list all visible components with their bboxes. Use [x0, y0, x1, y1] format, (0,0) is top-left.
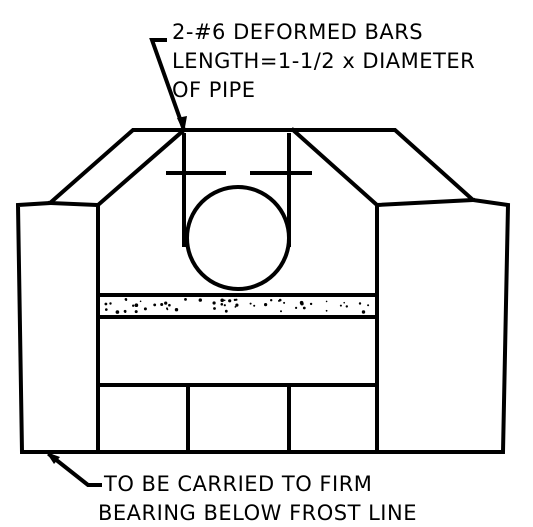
- stipple-dot: [105, 308, 108, 311]
- stipple-dot: [309, 302, 313, 306]
- stipple-dot: [280, 310, 282, 313]
- right-chamfer: [374, 197, 476, 208]
- stipple-dot: [358, 302, 362, 305]
- stipple-dot: [325, 300, 328, 303]
- callout-top-line1: 2-#6 DEFORMED BARS: [172, 20, 424, 44]
- stipple-dot: [132, 304, 135, 307]
- stipple-dot: [264, 303, 268, 307]
- top-leader-arrowhead: [177, 116, 187, 133]
- stipple-dot: [166, 308, 169, 311]
- stipple-dot: [124, 311, 127, 313]
- concrete-stipple: [104, 298, 370, 314]
- callout-bottom-line2: BEARING BELOW FROST LINE: [98, 501, 417, 525]
- right-inner-wall: [290, 127, 379, 454]
- stipple-dot: [223, 299, 226, 302]
- stipple-dot: [164, 301, 168, 305]
- stipple-dot: [160, 303, 164, 306]
- stipple-dot: [270, 299, 273, 302]
- stipple-dot: [235, 303, 239, 307]
- stipple-dot: [278, 299, 280, 302]
- stipple-dot: [168, 303, 171, 307]
- stipple-dot: [339, 304, 342, 307]
- stipple-dot: [325, 309, 328, 312]
- stipple-dot: [249, 302, 252, 305]
- stipple-dot: [184, 298, 187, 301]
- stipple-dot: [367, 304, 370, 307]
- support-outline: [15, 128, 511, 454]
- stipple-dot: [220, 303, 224, 306]
- callout-bottom-line1: TO BE CARRIED TO FIRM: [104, 472, 373, 496]
- stipple-dot: [223, 304, 226, 307]
- stipple-dot: [220, 298, 224, 303]
- callout-top-line2: LENGTH=1-1/2 x DIAMETER: [172, 49, 476, 73]
- stipple-dot: [295, 306, 298, 309]
- left-inner-wall: [96, 127, 187, 454]
- stipple-dot: [143, 307, 147, 311]
- stipple-dot: [125, 299, 128, 301]
- pipe: [185, 185, 291, 291]
- stipple-dot: [224, 309, 228, 313]
- stipple-dot: [174, 308, 179, 312]
- top-leader-line: [149, 38, 187, 133]
- stipple-dot: [212, 301, 216, 305]
- stipple-dot: [283, 301, 286, 304]
- stipple-dot: [343, 301, 346, 304]
- callout-top-line3: OF PIPE: [172, 78, 256, 102]
- left-chamfer: [47, 200, 101, 208]
- stipple-dot: [115, 310, 120, 314]
- stipple-dot: [198, 298, 202, 302]
- stipple-dot: [253, 304, 256, 307]
- stipple-dot: [234, 306, 237, 308]
- stipple-dot: [153, 303, 157, 307]
- bottom-leader-arrowhead: [46, 452, 60, 464]
- stipple-dot: [213, 307, 216, 310]
- stipple-dot: [345, 305, 348, 308]
- stipple-dot: [109, 302, 112, 305]
- stipple-dot: [139, 300, 142, 303]
- stipple-dot: [134, 310, 138, 314]
- stipple-dot: [134, 303, 139, 308]
- stipple-dot: [228, 299, 232, 303]
- stipple-dot: [233, 298, 237, 302]
- stipple-dot: [104, 302, 108, 306]
- stipple-dot: [300, 302, 304, 306]
- stipple-dot: [302, 306, 306, 310]
- stipple-dot: [361, 310, 366, 314]
- bottom-leader-line: [47, 452, 102, 487]
